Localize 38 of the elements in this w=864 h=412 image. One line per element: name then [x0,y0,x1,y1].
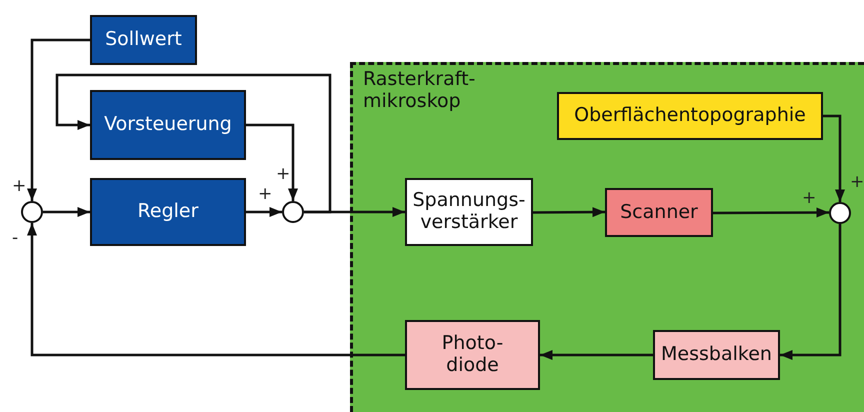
process-box [90,90,246,160]
process-box [90,178,246,246]
arrow [540,350,653,360]
sign-label: + [850,172,864,192]
box-label: Sollwert [104,29,183,51]
summing-junction [21,201,43,223]
box-label: Spannungs- verstärker [412,190,526,234]
arrow [246,207,282,217]
box-label: Scanner [619,202,699,224]
region-title: Rasterkraft- mikroskop [363,69,476,113]
sign-label: + [12,176,26,196]
arrow [43,207,90,217]
arrow [713,208,829,218]
sign-label: + [276,164,290,184]
arrow [27,223,405,356]
box-label: Messbalken [660,344,773,366]
arrow [533,207,605,218]
arrow [56,74,332,214]
sign-label: + [802,188,816,208]
arrow [246,124,298,201]
arrow [823,114,845,202]
process-box [605,188,713,237]
summing-junction [282,201,304,223]
arrow [780,224,842,360]
process-box [90,15,197,65]
sign-label: - [12,228,18,248]
process-box [405,320,540,390]
process-box [653,330,780,380]
box-label: Oberflächentopographie [573,105,807,127]
arrow [27,38,90,201]
box-label: Regler [136,201,200,223]
process-box [405,178,533,246]
box-label: Vorsteuerung [103,114,233,136]
box-label: Photo- diode [440,333,504,377]
sign-label: + [258,184,272,204]
process-box [557,92,823,140]
system-region [350,62,864,412]
summing-junction [829,202,851,224]
